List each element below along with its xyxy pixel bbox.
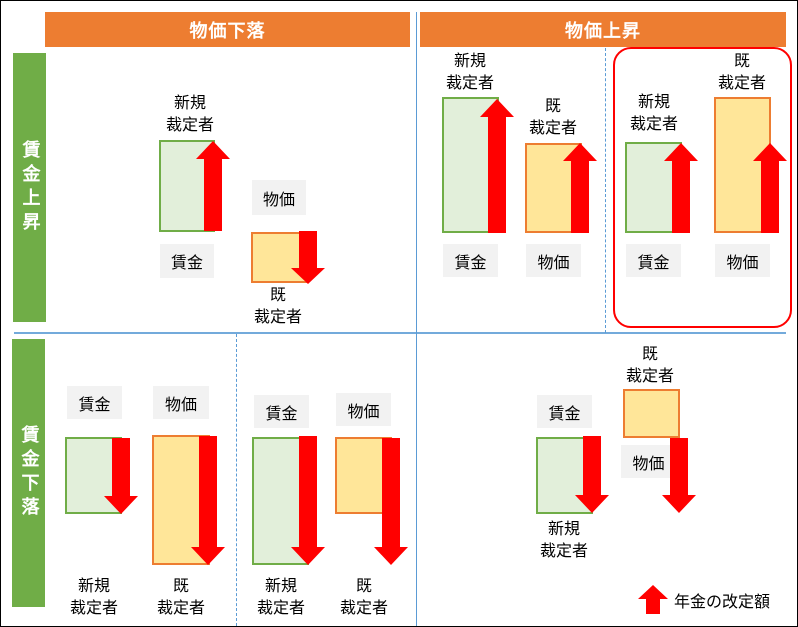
row-header-wage-fall: 賃金下落 — [12, 339, 45, 607]
bar-existing-recipient — [623, 389, 680, 438]
column-header-price-fall: 物価下落 — [45, 12, 410, 47]
up-arrow-icon — [196, 141, 230, 231]
down-arrow-icon — [374, 438, 408, 565]
legend: 年金の改定額 — [638, 585, 770, 614]
label-new-recipient: 新規 裁定者 — [629, 92, 678, 133]
tag-price: 物価 — [715, 244, 770, 277]
row-header-wage-rise: 賃金上昇 — [13, 53, 46, 322]
tag-price: 物価 — [526, 244, 581, 277]
dashed-divider-top-right — [605, 48, 606, 333]
tag-wage: 賃金 — [67, 386, 122, 419]
label-existing-recipient: 既 裁定者 — [253, 285, 302, 326]
tag-wage: 賃金 — [626, 244, 681, 277]
highlight-box — [613, 47, 792, 328]
tag-price: 物価 — [252, 180, 306, 215]
label-existing-recipient: 既 裁定者 — [156, 576, 205, 617]
red-up-arrow-icon — [638, 585, 668, 614]
horizontal-divider — [14, 332, 786, 334]
down-arrow-icon — [104, 438, 138, 514]
up-arrow-icon — [664, 143, 698, 233]
column-header-price-rise: 物価上昇 — [420, 12, 786, 47]
label-existing-recipient: 既 裁定者 — [339, 576, 388, 617]
dashed-divider-bottom-left — [236, 334, 237, 626]
down-arrow-icon — [291, 231, 325, 284]
down-arrow-icon — [662, 438, 696, 513]
down-arrow-icon — [191, 436, 225, 565]
label-new-recipient: 新規 裁定者 — [256, 576, 305, 617]
up-arrow-icon — [480, 99, 514, 233]
label-existing-recipient: 既 裁定者 — [528, 96, 577, 137]
tag-wage: 賃金 — [537, 395, 592, 428]
tag-wage: 賃金 — [254, 395, 309, 428]
up-arrow-icon — [563, 143, 597, 233]
tag-price: 物価 — [336, 393, 391, 426]
vertical-divider — [416, 12, 417, 626]
label-new-recipient: 新規 裁定者 — [539, 519, 588, 560]
label-existing-recipient: 既 裁定者 — [625, 344, 674, 385]
tag-price: 物価 — [621, 445, 676, 478]
up-arrow-icon — [753, 143, 787, 233]
tag-wage: 賃金 — [160, 244, 214, 278]
tag-wage: 賃金 — [443, 244, 498, 277]
down-arrow-icon — [575, 436, 609, 513]
label-new-recipient: 新規 裁定者 — [445, 51, 494, 92]
tag-price: 物価 — [153, 386, 209, 419]
label-existing-recipient: 既 裁定者 — [717, 51, 766, 92]
down-arrow-icon — [291, 436, 325, 565]
legend-text: 年金の改定額 — [674, 591, 771, 611]
label-new-recipient: 新規 裁定者 — [69, 576, 118, 617]
label-new-recipient: 新規 裁定者 — [165, 93, 214, 134]
